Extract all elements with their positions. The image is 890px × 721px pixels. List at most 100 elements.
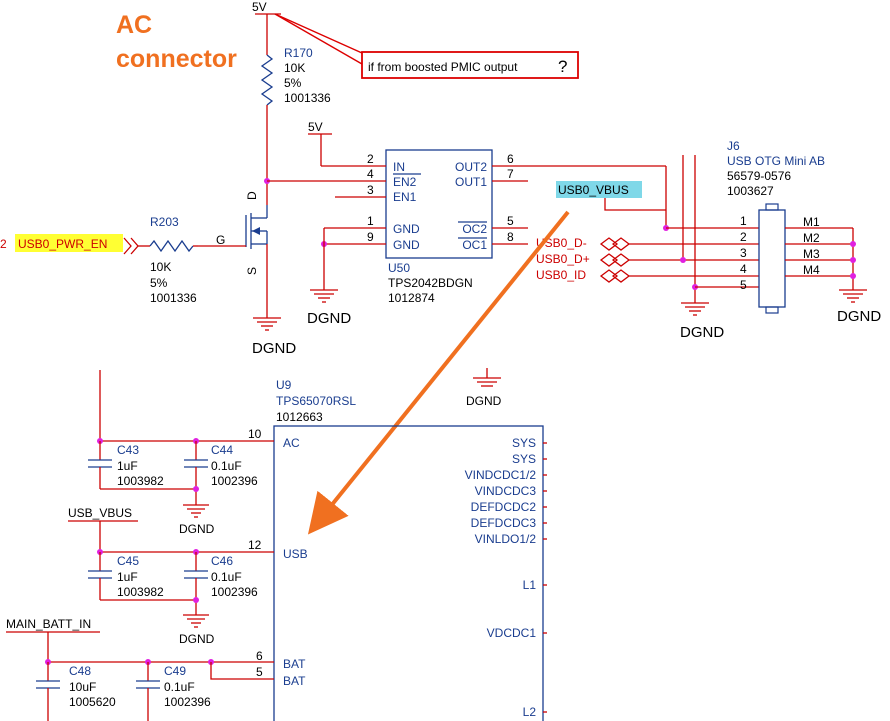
usb0-vbus-label: USB0_VBUS bbox=[558, 183, 629, 197]
r170-part: 1001336 bbox=[284, 91, 331, 105]
u50-pin-en1: EN1 bbox=[393, 190, 417, 204]
r170-tol: 5% bbox=[284, 76, 302, 90]
usb0-vbus-highlight bbox=[556, 181, 642, 198]
u9-body bbox=[273, 425, 544, 721]
j6-body bbox=[758, 209, 786, 308]
annotation-title-ac: AC bbox=[116, 11, 152, 39]
u9-pin12-num: 12 bbox=[248, 538, 262, 552]
u9-pin-usb: USB bbox=[283, 547, 308, 561]
ground-label-c46: DGND bbox=[179, 632, 215, 646]
u9-right-pin-stubs bbox=[543, 442, 547, 713]
c46-value: 0.1uF bbox=[211, 570, 242, 584]
j6-tab-top bbox=[765, 203, 779, 211]
ground-symbol-c44 bbox=[183, 504, 209, 518]
u50-body bbox=[385, 149, 493, 259]
junction-c46-bottom bbox=[193, 597, 199, 603]
ground-symbol-j6-left bbox=[681, 302, 709, 316]
rail-5v-u50-label: 5V bbox=[308, 120, 323, 134]
junction-m3 bbox=[850, 257, 856, 263]
ground-label-j6-right: DGND bbox=[837, 308, 881, 325]
r203-value: 10K bbox=[150, 260, 171, 274]
u9-pin-ac: AC bbox=[283, 436, 300, 450]
ground-symbol-fet bbox=[253, 317, 281, 331]
u9-pin-bat6: BAT bbox=[283, 657, 306, 671]
annotation-note-text: if from boosted PMIC output bbox=[368, 60, 518, 74]
u50-pin-gnd9: GND bbox=[393, 238, 420, 252]
c46-part: 1002396 bbox=[211, 585, 258, 599]
u9-pin-sys-2: SYS bbox=[512, 452, 536, 466]
u50-pin9-num: 9 bbox=[367, 230, 374, 244]
j6-m3-label: M3 bbox=[803, 247, 820, 261]
c44-part: 1002396 bbox=[211, 474, 258, 488]
ground-label-u9: DGND bbox=[466, 394, 502, 408]
u50-ref: U50 bbox=[388, 261, 410, 275]
fet-arrow bbox=[252, 227, 260, 235]
junction-m2 bbox=[850, 241, 856, 247]
main-batt-in-label: MAIN_BATT_IN bbox=[6, 617, 91, 631]
u50-part-name: TPS2042BDGN bbox=[388, 276, 473, 290]
r170-ref: R170 bbox=[284, 46, 313, 60]
junction-dp bbox=[680, 257, 686, 263]
j6-m2-label: M2 bbox=[803, 231, 820, 245]
u9-pin10-num: 10 bbox=[248, 427, 262, 441]
u9-ref: U9 bbox=[276, 378, 292, 392]
usb0-dm-label: USB0_D- bbox=[536, 236, 587, 250]
j6-desc: USB OTG Mini AB bbox=[727, 154, 825, 168]
c44-ref: C44 bbox=[211, 443, 233, 457]
u9-part-name: TPS65070RSL bbox=[276, 394, 356, 408]
r203-ref: R203 bbox=[150, 215, 179, 229]
c49-value: 0.1uF bbox=[164, 680, 195, 694]
u50-pin-en2: EN2 bbox=[393, 175, 417, 189]
u50-pin7-num: 7 bbox=[507, 167, 514, 181]
fet-d-label: D bbox=[245, 191, 259, 200]
ground-label-u50: DGND bbox=[307, 310, 351, 327]
u50-pin6-num: 6 bbox=[507, 152, 514, 166]
ground-label-fet: DGND bbox=[252, 340, 296, 357]
usb-pwr-en-label: USB0_PWR_EN bbox=[18, 237, 107, 251]
u9-pin-vinldo12: VINLDO1/2 bbox=[475, 532, 537, 546]
j6-m4-label: M4 bbox=[803, 263, 820, 277]
u9-pin-l2: L2 bbox=[523, 705, 537, 719]
annotation-note-mark: ? bbox=[558, 57, 567, 76]
c45-ref: C45 bbox=[117, 554, 139, 568]
c48-value: 10uF bbox=[69, 680, 96, 694]
j6-part: 1003627 bbox=[727, 184, 774, 198]
annotation-note-box bbox=[361, 51, 579, 79]
u50-pin2-num: 2 bbox=[367, 152, 374, 166]
u50-pin4-num: 4 bbox=[367, 167, 374, 181]
u50-pin3-num: 3 bbox=[367, 183, 374, 197]
u9-pin-l1: L1 bbox=[523, 578, 537, 592]
j6-ref: J6 bbox=[727, 139, 740, 153]
u50-pin-in: IN bbox=[393, 160, 405, 174]
fet-s-label: S bbox=[245, 267, 259, 275]
u50-pin8-num: 8 bbox=[507, 230, 514, 244]
ground-symbol-u9 bbox=[473, 368, 501, 387]
u9-pin5-num: 5 bbox=[256, 665, 263, 679]
usb-pwr-en-page-ref: 2 bbox=[0, 237, 7, 251]
j6-pin1-num: 1 bbox=[740, 214, 747, 228]
c43-ref: C43 bbox=[117, 443, 139, 457]
ground-label-j6-left: DGND bbox=[680, 324, 724, 341]
u50-pin-out2: OUT2 bbox=[455, 160, 487, 174]
c45-part: 1003982 bbox=[117, 585, 164, 599]
ground-symbol-c46 bbox=[183, 614, 209, 628]
c44-value: 0.1uF bbox=[211, 459, 242, 473]
ground-symbol-u50 bbox=[310, 289, 338, 303]
u9-pin5-wire bbox=[210, 662, 274, 680]
u50-pin-oc1: OC1 bbox=[462, 238, 487, 252]
c48-ref: C48 bbox=[69, 664, 91, 678]
c45-value: 1uF bbox=[117, 570, 138, 584]
u9-part: 1012663 bbox=[276, 410, 323, 424]
u50-pin1-num: 1 bbox=[367, 214, 374, 228]
usb0-dp-label: USB0_D+ bbox=[536, 252, 590, 266]
u9-pin-defdcdc2: DEFDCDC2 bbox=[471, 500, 537, 514]
j6-pin5-num: 5 bbox=[740, 278, 747, 292]
annotation-leader-2 bbox=[274, 13, 363, 65]
u9-pin-defdcdc3: DEFDCDC3 bbox=[471, 516, 537, 530]
r170-value: 10K bbox=[284, 61, 305, 75]
j6-pin3-num: 3 bbox=[740, 246, 747, 260]
usb0-bidir-ports bbox=[599, 237, 631, 283]
j6-part-name: 56579-0576 bbox=[727, 169, 791, 183]
r170-resistor bbox=[260, 54, 274, 106]
